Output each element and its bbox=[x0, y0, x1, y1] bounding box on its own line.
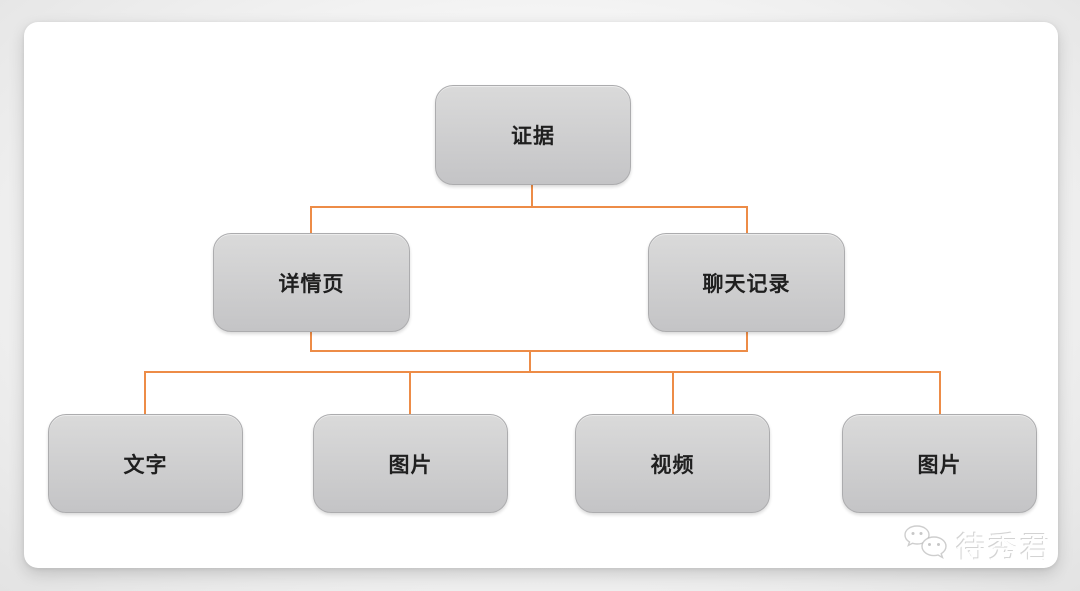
node-text-label: 文字 bbox=[123, 453, 168, 477]
node-image-2-label: 图片 bbox=[917, 453, 962, 477]
connector-drop-chat-log bbox=[746, 206, 748, 234]
node-evidence-label: 证据 bbox=[511, 125, 555, 148]
node-video-label: 视频 bbox=[650, 453, 695, 477]
node-image-2: 图片 bbox=[842, 414, 1037, 513]
node-chat-log: 聊天记录 bbox=[648, 233, 845, 332]
connector-drop-text bbox=[144, 371, 146, 415]
node-image-1: 图片 bbox=[313, 414, 508, 513]
node-text: 文字 bbox=[48, 414, 243, 513]
node-image-1-label: 图片 bbox=[388, 453, 433, 477]
node-video: 视频 bbox=[575, 414, 770, 513]
connector-level3-bar bbox=[144, 371, 941, 373]
node-detail-page-label: 详情页 bbox=[278, 272, 345, 296]
connector-root-stem bbox=[531, 185, 533, 208]
connector-stem-detail-page bbox=[310, 332, 312, 352]
connector-level2-bar bbox=[310, 206, 748, 208]
connector-drop-detail-page bbox=[310, 206, 312, 234]
node-evidence: 证据 bbox=[435, 85, 631, 185]
connector-drop-image-2 bbox=[939, 371, 941, 415]
connector-drop-image-1 bbox=[409, 371, 411, 415]
node-detail-page: 详情页 bbox=[213, 233, 410, 332]
connector-stem-chat-log bbox=[746, 332, 748, 352]
node-chat-log-label: 聊天记录 bbox=[702, 272, 791, 296]
connector-drop-video bbox=[672, 371, 674, 415]
connector-merge-stem bbox=[529, 350, 531, 373]
